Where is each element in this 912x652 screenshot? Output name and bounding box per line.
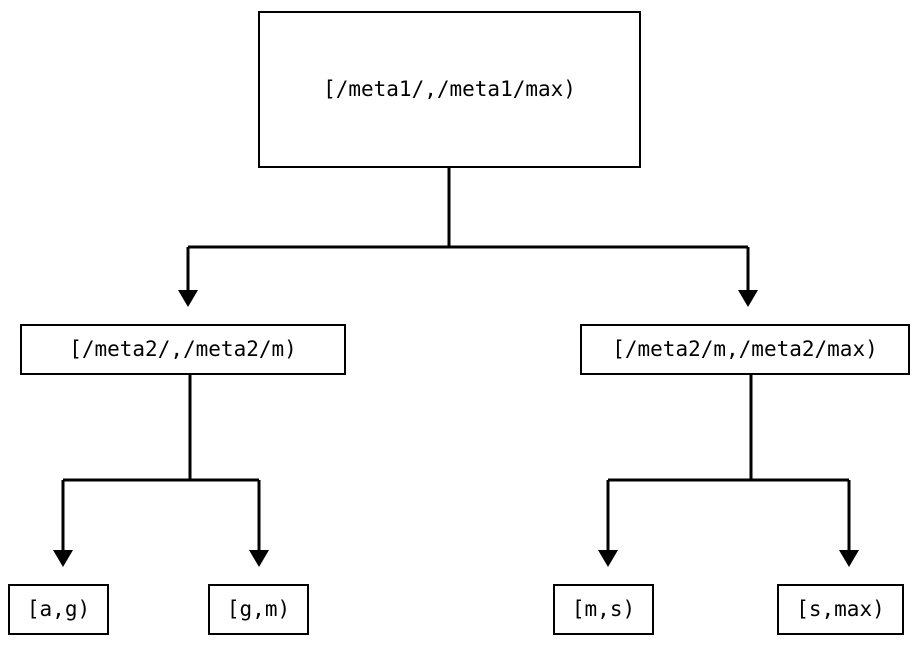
node-leaf-1[interactable]: [a,g): [8, 584, 109, 635]
node-mid-left[interactable]: [/meta2/,/meta2/m): [20, 324, 346, 375]
node-leaf-3[interactable]: [m,s): [553, 584, 654, 635]
node-leaf-1-label: [a,g): [26, 597, 91, 621]
node-leaf-4-label: [s,max): [796, 597, 885, 621]
node-leaf-2-label: [g,m): [226, 597, 291, 621]
node-mid-left-label: [/meta2/,/meta2/m): [69, 337, 297, 361]
node-leaf-4[interactable]: [s,max): [777, 584, 904, 635]
node-leaf-2[interactable]: [g,m): [208, 584, 309, 635]
arrowhead-mid-left-to-leaf-2: [249, 550, 269, 567]
arrowhead-root-to-mid-left: [178, 290, 198, 307]
arrowhead-root-to-mid-right: [738, 290, 758, 307]
arrowhead-mid-right-to-leaf-4: [839, 550, 859, 567]
node-root[interactable]: [/meta1/,/meta1/max): [258, 11, 641, 168]
node-root-label: [/meta1/,/meta1/max): [323, 77, 576, 101]
node-leaf-3-label: [m,s): [571, 597, 636, 621]
arrowhead-mid-left-to-leaf-1: [53, 550, 73, 567]
node-mid-right-label: [/meta2/m,/meta2/max): [612, 337, 878, 361]
arrowheads: [53, 290, 859, 567]
node-mid-right[interactable]: [/meta2/m,/meta2/max): [580, 324, 910, 375]
arrowhead-mid-right-to-leaf-3: [598, 550, 618, 567]
